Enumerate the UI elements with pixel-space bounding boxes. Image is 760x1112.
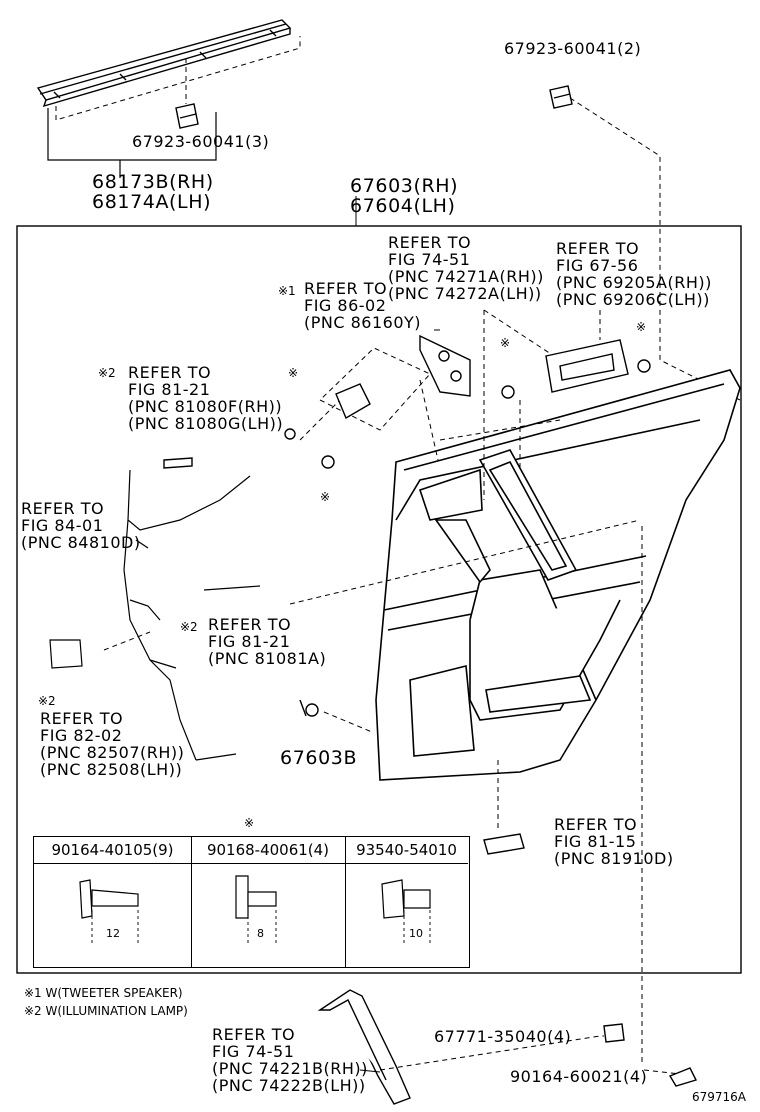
- fastener-col-3: 93540-54010 10: [345, 837, 468, 967]
- fastener-part-2: 90168-40061(4): [191, 837, 345, 864]
- mark-2c: ※2: [38, 694, 56, 708]
- fastener-dim-1: 12: [106, 927, 120, 940]
- label-ref-67-56: REFER TO FIG 67-56 (PNC 69205A(RH)) (PNC…: [556, 239, 712, 309]
- note-2: ※2 W(ILLUMINATION LAMP): [24, 1004, 188, 1018]
- fastener-sketches: [79, 875, 431, 919]
- label-door-trim: 67603(RH) 67604(LH): [350, 175, 459, 217]
- mark-a: ※: [636, 320, 647, 334]
- label-ref-74-51: REFER TO FIG 74-51 (PNC 74271A(RH)) (PNC…: [388, 233, 544, 303]
- mark-c: ※: [288, 366, 299, 380]
- label-ref-81-15: REFER TO FIG 81-15 (PNC 81910D): [554, 815, 674, 868]
- mark-1: ※1: [278, 284, 296, 298]
- weatherstrip-drawing: [36, 19, 292, 108]
- label-90164-60021: 90164-60021(4): [510, 1067, 648, 1086]
- fastener-dim-2: 8: [257, 927, 264, 940]
- label-ref-86-02: REFER TO FIG 86-02 (PNC 86160Y): [304, 279, 422, 332]
- clip-left-drawing: [175, 103, 199, 129]
- fastener-part-3: 93540-54010: [345, 837, 468, 864]
- label-ref-81-21a: REFER TO FIG 81-21 (PNC 81080F(RH)) (PNC…: [128, 363, 284, 433]
- door-trim-drawing: [375, 369, 741, 781]
- label-67771: 67771-35040(4): [434, 1027, 572, 1046]
- mark-table: ※: [244, 816, 255, 830]
- note-1: ※1 W(TWEETER SPEAKER): [24, 986, 183, 1000]
- screws-drawing: [163, 334, 697, 1087]
- fastener-dim-3: 10: [409, 927, 423, 940]
- mark-b: ※: [500, 336, 511, 350]
- mark-2b: ※2: [180, 620, 198, 634]
- clip-right-drawing: [549, 85, 573, 109]
- label-ref-81-21b: REFER TO FIG 81-21 (PNC 81081A): [208, 615, 327, 668]
- label-ref-74-51b: REFER TO FIG 74-51 (PNC 74221B(RH)) (PNC…: [212, 1025, 368, 1095]
- fastener-part-1: 90164-40105(9): [34, 837, 191, 864]
- fastener-col-2: 90168-40061(4) 8: [191, 837, 346, 967]
- fastener-col-1: 90164-40105(9) 12: [34, 837, 192, 967]
- assist-grip-drawing: [317, 989, 411, 1105]
- fastener-table: 90164-40105(9) 12 90168-40061(4) 8 93540…: [33, 836, 470, 968]
- label-ref-84-01: REFER TO FIG 84-01 (PNC 84810D): [21, 499, 141, 552]
- harness-drawing: [49, 469, 261, 761]
- diagram-id: 679716A: [692, 1090, 747, 1104]
- label-67603b: 67603B: [280, 747, 358, 769]
- label-clip-top-right: 67923-60041(2): [504, 39, 642, 58]
- mark-2a: ※2: [98, 366, 116, 380]
- mark-d: ※: [320, 490, 331, 504]
- main-frame: [16, 225, 742, 974]
- label-clip-top-left: 67923-60041(3): [132, 132, 270, 151]
- label-ref-82-02: REFER TO FIG 82-02 (PNC 82507(RH)) (PNC …: [40, 709, 185, 779]
- label-weatherstrip: 68173B(RH) 68174A(LH): [92, 171, 214, 213]
